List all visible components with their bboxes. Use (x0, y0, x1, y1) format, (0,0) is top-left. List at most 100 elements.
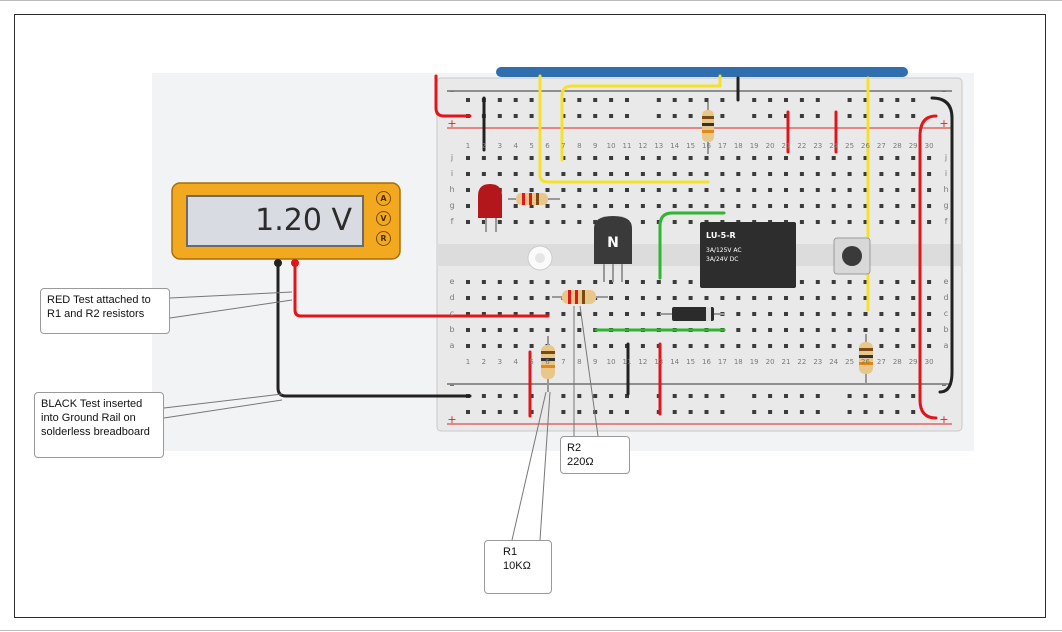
column-number-bottom: 3 (497, 358, 503, 366)
column-number-top: 24 (829, 142, 839, 150)
column-number-bottom: 29 (908, 358, 918, 366)
breadboard-hole (863, 156, 868, 160)
breadboard-hole (784, 344, 788, 348)
breadboard-hole (752, 172, 757, 176)
breadboard-hole (545, 220, 550, 224)
breadboard-hole (545, 204, 550, 208)
row-letter-right: e (943, 277, 949, 286)
rail-minus-label: – (449, 380, 455, 391)
row-letter-left: e (449, 277, 455, 286)
breadboard-hole (768, 156, 773, 160)
column-number-top: 22 (797, 142, 807, 150)
column-number-bottom: 7 (561, 358, 566, 366)
breadboard-hole (752, 114, 757, 118)
breadboard-hole (895, 204, 900, 208)
meter-button-r[interactable]: R (376, 231, 391, 246)
breadboard-hole (466, 296, 470, 300)
breadboard-hole (863, 328, 868, 332)
column-number-bottom: 12 (638, 358, 648, 366)
breadboard-hole (784, 204, 788, 208)
breadboard-hole (847, 296, 852, 300)
breadboard-hole (529, 296, 534, 300)
breadboard-hole (545, 328, 550, 332)
meter-button-a[interactable]: A (376, 191, 391, 206)
breadboard-hole (609, 280, 614, 284)
breadboard-hole (672, 410, 677, 414)
transistor (594, 216, 632, 282)
row-letter-right: a (943, 341, 949, 350)
column-number-bottom: 20 (765, 358, 775, 366)
breadboard-hole (863, 296, 868, 300)
row-letter-left: i (450, 169, 454, 178)
multimeter-display: 1.20 V (186, 195, 364, 247)
breadboard-hole (863, 98, 868, 102)
breadboard-hole (863, 114, 868, 118)
column-number-bottom: 25 (845, 358, 855, 366)
column-number-bottom: 22 (797, 358, 807, 366)
breadboard-hole (672, 172, 677, 176)
breadboard-hole (879, 410, 884, 414)
breadboard-hole (879, 156, 884, 160)
breadboard-hole (466, 188, 470, 192)
breadboard-hole (784, 394, 788, 398)
breadboard-hole (752, 344, 757, 348)
breadboard-hole (879, 280, 884, 284)
column-number-top: 1 (465, 142, 471, 150)
breadboard-hole (911, 98, 916, 102)
breadboard-hole (513, 188, 518, 192)
meter-button-v[interactable]: V (376, 211, 391, 226)
breadboard-hole (481, 410, 486, 414)
breadboard-hole (895, 312, 900, 316)
row-letter-right: b (943, 325, 949, 334)
rail-plus-label: + (939, 413, 949, 426)
breadboard-hole (497, 114, 502, 118)
breadboard-hole (688, 410, 693, 414)
breadboard-hole (545, 156, 550, 160)
breadboard-hole (609, 98, 614, 102)
potentiometer (527, 245, 553, 271)
breadboard-hole (672, 220, 677, 224)
breadboard-hole (752, 328, 757, 332)
breadboard-hole (640, 172, 645, 176)
breadboard-hole (497, 410, 502, 414)
breadboard-hole (688, 280, 693, 284)
wire-yellow-2 (560, 74, 722, 162)
breadboard-hole (704, 344, 709, 348)
column-number-bottom: 18 (733, 358, 743, 366)
breadboard-hole (847, 114, 852, 118)
breadboard-hole (752, 188, 757, 192)
breadboard-hole (704, 296, 709, 300)
breadboard-hole (577, 328, 582, 332)
breadboard-hole (656, 280, 661, 284)
breadboard-hole (911, 188, 916, 192)
breadboard-hole (609, 188, 614, 192)
breadboard-hole (863, 172, 868, 176)
breadboard-hole (561, 344, 566, 348)
breadboard-hole (688, 344, 693, 348)
breadboard-hole (529, 280, 534, 284)
breadboard-hole (815, 220, 820, 224)
breadboard-hole (815, 280, 820, 284)
breadboard-hole (688, 98, 693, 102)
breadboard-hole (704, 410, 709, 414)
breadboard-hole (609, 410, 614, 414)
breadboard-hole (481, 296, 486, 300)
breadboard-hole (529, 394, 534, 398)
breadboard-hole (577, 280, 582, 284)
breadboard-hole (529, 156, 534, 160)
breadboard-hole (704, 188, 709, 192)
breadboard-hole (513, 98, 518, 102)
breadboard-hole (688, 188, 693, 192)
top-border-line (0, 0, 1062, 1)
resistor-top (702, 102, 714, 154)
breadboard-hole (911, 156, 916, 160)
column-number-top: 19 (749, 142, 759, 150)
breadboard-hole (497, 98, 502, 102)
breadboard-hole (640, 344, 645, 348)
column-number-top: 20 (765, 142, 775, 150)
wire-yellow-1 (538, 74, 710, 184)
breadboard-hole (927, 296, 932, 300)
breadboard-hole (577, 410, 582, 414)
breadboard-hole (831, 312, 836, 316)
breadboard-hole (672, 280, 677, 284)
